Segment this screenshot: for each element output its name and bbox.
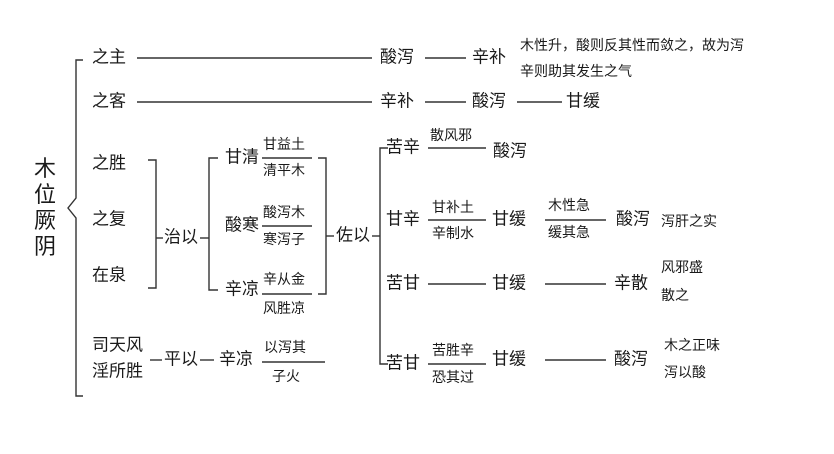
- sitian-line1: 司天风: [92, 336, 143, 356]
- gan-qing-label: 甘清: [225, 148, 259, 168]
- row-zhike: 之客 辛补 酸泻 甘缓: [92, 92, 600, 112]
- ku-xin-branch: 苦辛 散风邪 酸泻: [386, 128, 527, 162]
- suan-han-top: 酸泻木: [263, 205, 305, 221]
- ku-gan1-note1: 风邪盛: [661, 260, 703, 276]
- ku-gan2-c: 酸泻: [614, 350, 648, 370]
- ku-gan1-b: 甘缓: [492, 274, 526, 294]
- gan-xin-b: 甘缓: [492, 210, 526, 230]
- gan-xin-branch: 甘辛 甘补土 辛制水 甘缓 木性急 缓其急 酸泻 泻肝之实: [386, 198, 717, 242]
- sitian-row: 司天风 淫所胜 平以 辛凉 以泻其 子火: [92, 336, 325, 385]
- ku-gan2-b: 甘缓: [492, 350, 526, 370]
- ku-gan1-label: 苦甘: [386, 274, 420, 294]
- fu-label: 之复: [92, 210, 126, 230]
- gan-qing-bot: 清平木: [263, 163, 305, 179]
- ku-xin-label: 苦辛: [386, 138, 420, 158]
- ku-gan-branch-2: 苦甘 苦胜辛 恐其过 甘缓 酸泻 木之正味 泻以酸: [386, 338, 720, 386]
- ping-label: 平以: [164, 350, 198, 370]
- root-char-2: 位: [34, 183, 56, 208]
- gan-xin-bot: 辛制水: [432, 226, 474, 242]
- row1-a: 酸泻: [380, 48, 414, 68]
- root-char-3: 厥: [34, 209, 56, 234]
- ku-gan2-note2: 泻以酸: [664, 365, 706, 381]
- ku-gan2-bot: 恐其过: [432, 370, 474, 386]
- xin-liang-top: 辛从金: [263, 272, 305, 288]
- ku-gan1-c: 辛散: [614, 274, 648, 294]
- gan-qing-top: 甘益土: [263, 137, 305, 153]
- ku-gan2-note1: 木之正味: [664, 338, 720, 354]
- suan-han-bot: 寒泻子: [263, 231, 305, 248]
- gan-xin-note: 泻肝之实: [661, 214, 717, 230]
- zhi-bracket: [208, 157, 218, 291]
- zhi-options: 甘清 甘益土 清平木 酸寒 酸泻木 寒泻子 辛凉 辛从金 风胜凉: [225, 137, 312, 317]
- zhi-label: 治以: [164, 228, 198, 248]
- gan-xin-mbot: 缓其急: [548, 225, 590, 241]
- suan-han-label: 酸寒: [225, 216, 259, 236]
- ku-gan-branch-1: 苦甘 甘缓 辛散 风邪盛 散之: [386, 260, 703, 304]
- ku-gan1-note2: 散之: [661, 288, 689, 304]
- quan-label: 在泉: [92, 266, 126, 286]
- row-zhizhu: 之主 酸泻 辛补 木性升，酸则反其性而敛之，故为泻 辛则助其发生之气: [92, 38, 744, 80]
- row1-b: 辛补: [472, 48, 506, 68]
- gan-xin-c: 酸泻: [616, 210, 650, 230]
- gan-xin-mtop: 木性急: [548, 198, 590, 214]
- xin-liang-label: 辛凉: [225, 280, 259, 300]
- zuo-group: 佐以: [318, 147, 388, 365]
- ku-gan2-top: 苦胜辛: [432, 343, 474, 359]
- sheng-label: 之胜: [92, 154, 126, 174]
- gan-xin-label: 甘辛: [386, 210, 420, 230]
- sitian-bot: 子火: [272, 369, 300, 385]
- sitian-line2: 淫所胜: [92, 362, 143, 382]
- root-label: 木 位 厥 阴: [34, 157, 56, 260]
- ku-xin-right: 酸泻: [493, 142, 527, 162]
- sheng-group: 之胜 之复 在泉 治以: [92, 154, 218, 291]
- root-char-4: 阴: [34, 235, 56, 260]
- ku-xin-top: 散风邪: [430, 128, 472, 144]
- gan-xin-top: 甘补土: [432, 200, 474, 216]
- row2-a: 辛补: [380, 92, 414, 112]
- zuo-label: 佐以: [336, 226, 370, 246]
- sitian-xin: 辛凉: [219, 350, 253, 370]
- row2-b: 酸泻: [472, 92, 506, 112]
- zuo-bracket: [318, 157, 327, 295]
- sheng-brace: [148, 159, 157, 289]
- sitian-top: 以泻其: [264, 340, 306, 356]
- zuo-right-bracket: [379, 147, 388, 365]
- root-char-1: 木: [34, 157, 56, 182]
- row2-c: 甘缓: [566, 92, 600, 112]
- xin-liang-bot: 风胜凉: [263, 301, 305, 317]
- row1-label: 之主: [92, 48, 126, 68]
- row1-note2: 辛则助其发生之气: [520, 64, 632, 80]
- row2-label: 之客: [92, 92, 126, 112]
- main-brace: [67, 59, 83, 397]
- row1-note1: 木性升，酸则反其性而敛之，故为泻: [520, 38, 744, 54]
- ku-gan2-label: 苦甘: [386, 354, 420, 374]
